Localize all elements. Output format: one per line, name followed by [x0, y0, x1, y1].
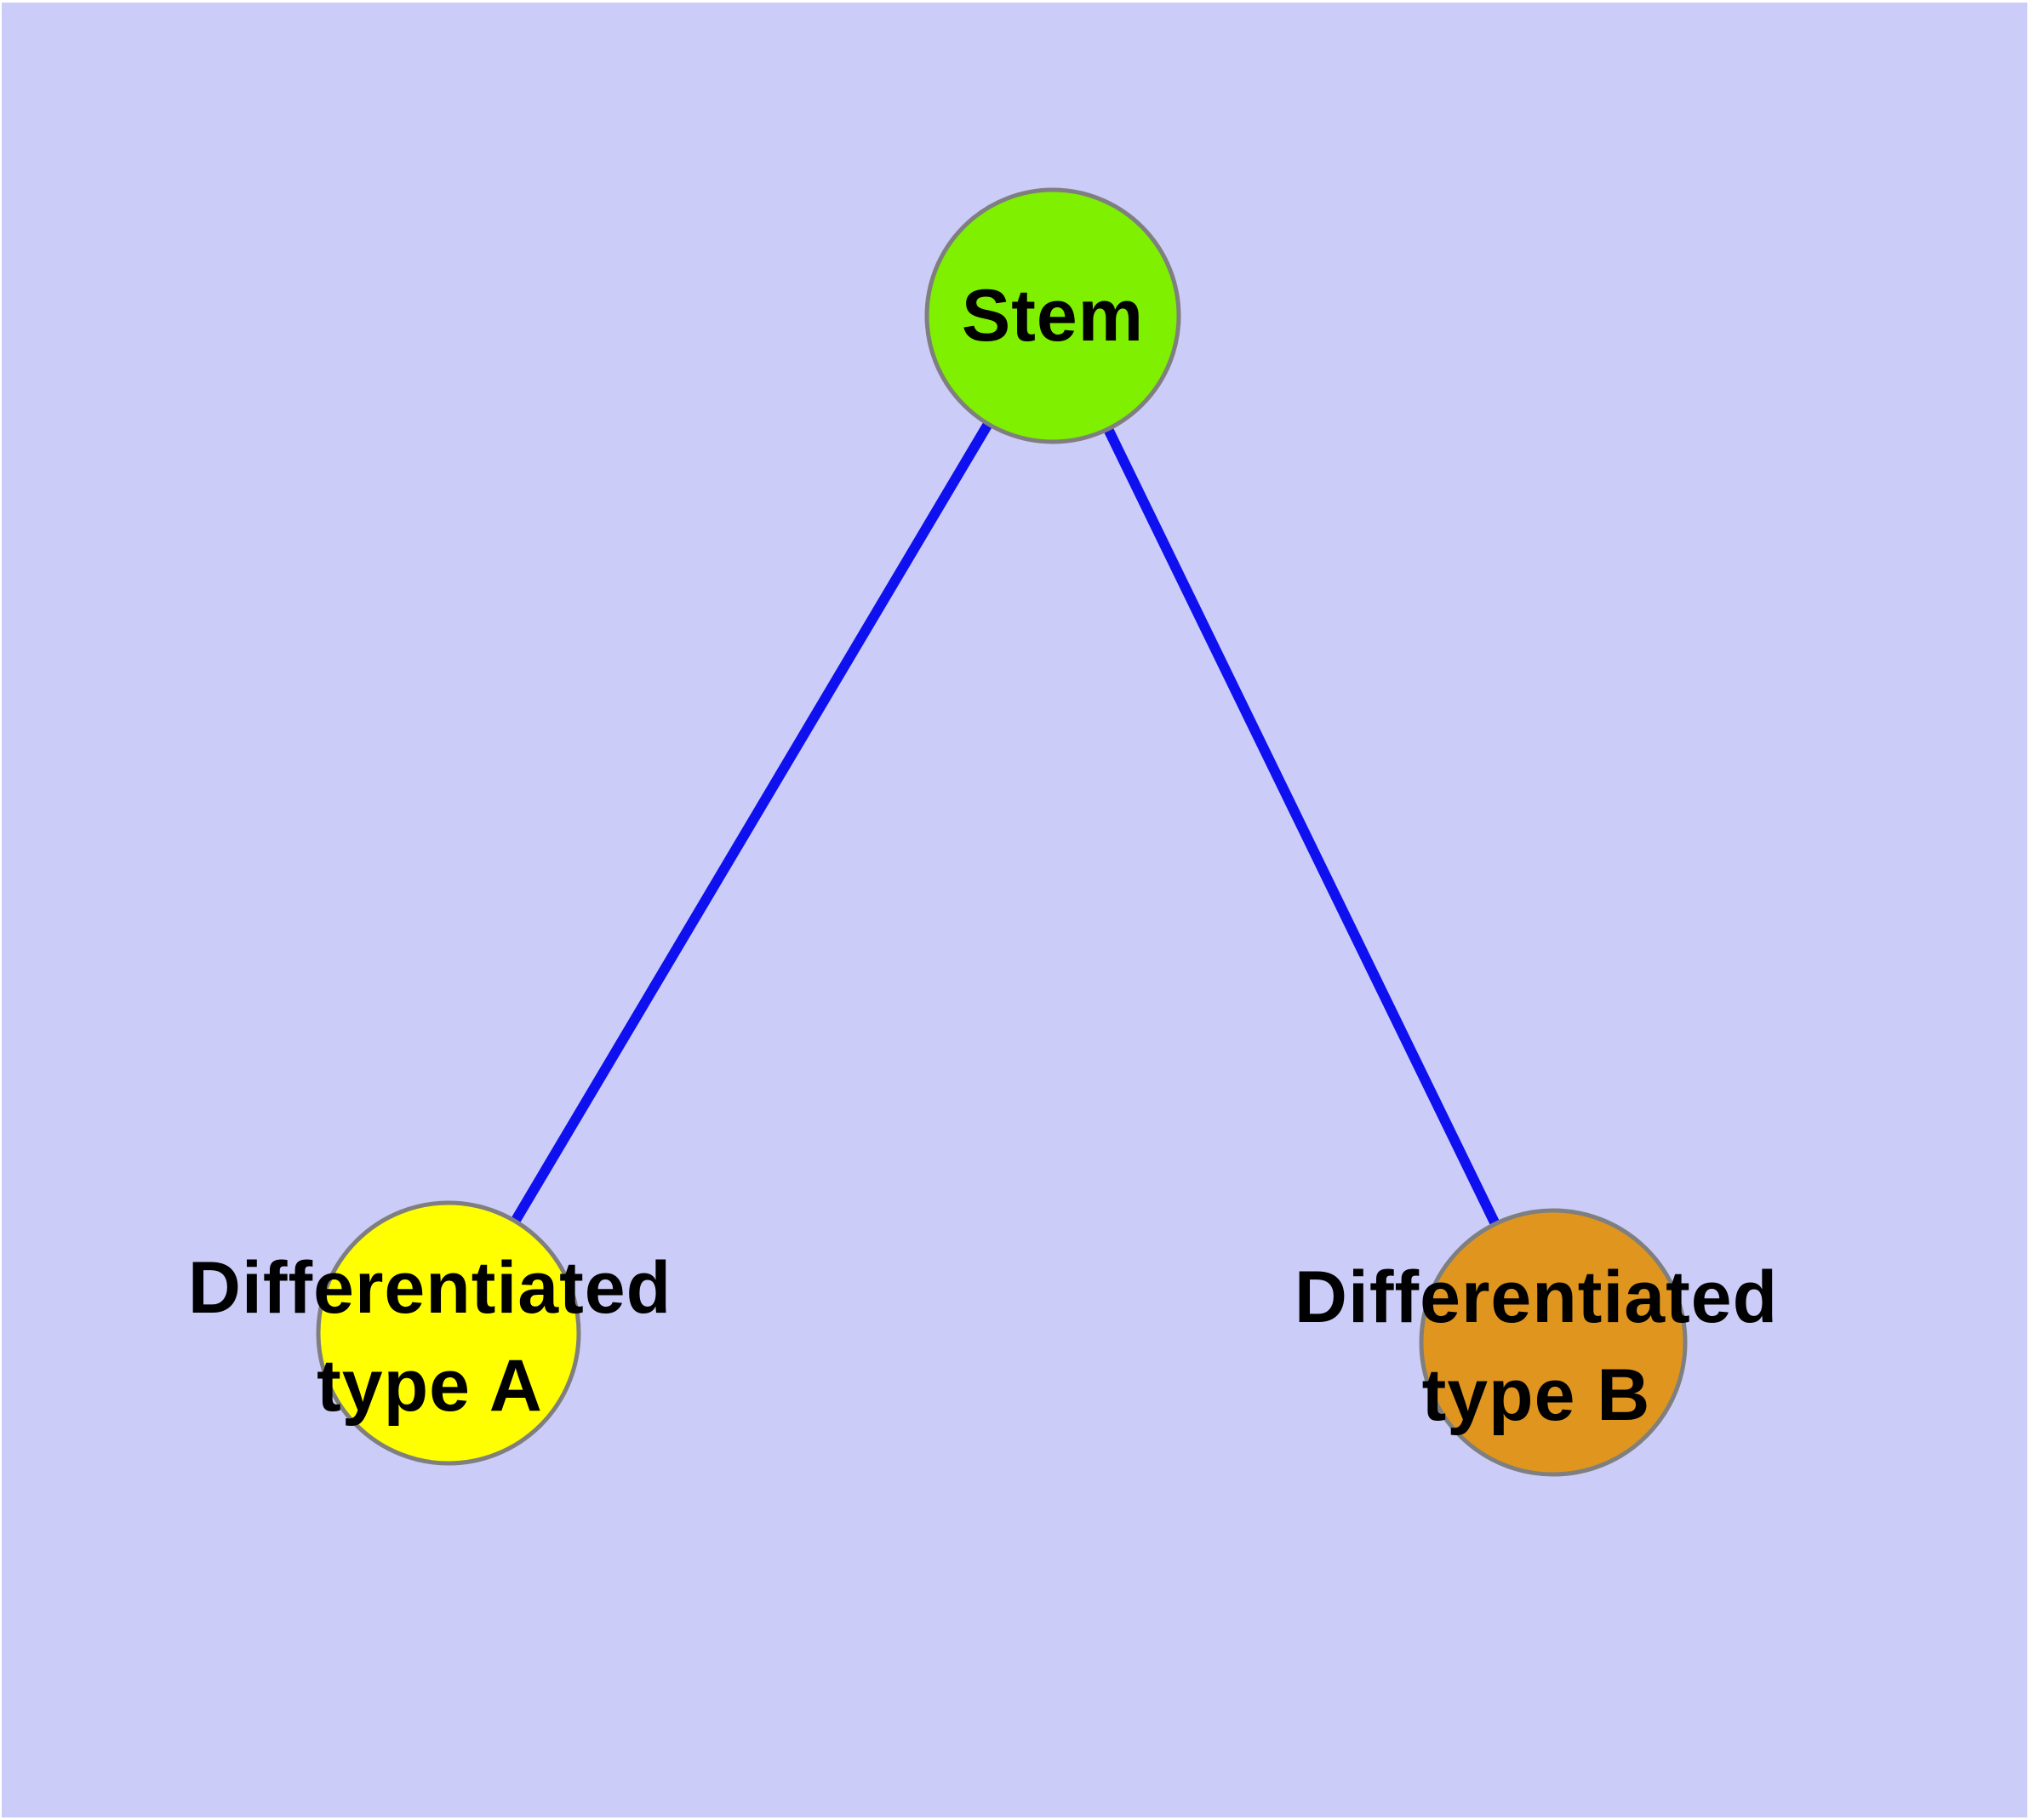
node-differentiated-type-b[interactable]: [1419, 1208, 1688, 1477]
node-stem[interactable]: [924, 187, 1181, 444]
node-type-b-label-line1: Differentiated: [1295, 1256, 1778, 1338]
node-differentiated-type-a[interactable]: [316, 1200, 581, 1466]
node-type-b-label-line2: type B: [1422, 1354, 1651, 1436]
node-type-a-label-line1: Differentiated: [188, 1247, 672, 1329]
edge-stem-to-type-a: [510, 421, 993, 1225]
node-type-a-label-line2: type A: [317, 1345, 543, 1427]
edge-stem-to-type-b: [1103, 426, 1500, 1227]
node-stem-label: Stem: [962, 275, 1144, 357]
